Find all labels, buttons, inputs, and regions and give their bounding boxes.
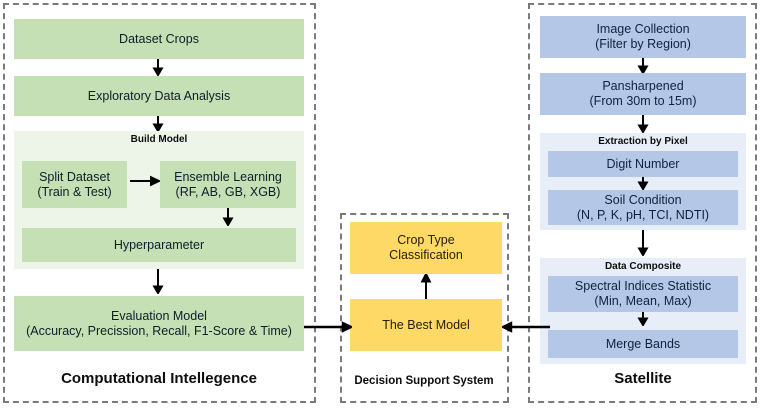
arrow-left-icon-merge-to-best-model (502, 321, 550, 333)
arrow-down-icon-soil-to-data-composite (637, 230, 649, 256)
panel-computational-intelligence (3, 3, 316, 403)
box-split-dataset: Split Dataset (Train & Test) (22, 161, 127, 208)
box-merge-bands-line1: Merge Bands (605, 336, 681, 351)
arrow-down-icon-dataset-to-eda (152, 59, 164, 76)
box-split-dataset-line2: (Train & Test) (37, 184, 112, 199)
group-data-composite-label: Data Composite (604, 261, 682, 272)
box-eda-line1: Exploratory Data Analysis (87, 88, 231, 103)
box-hyperparameter: Hyperparameter (22, 228, 296, 262)
arrow-down-icon-digit-to-soil (637, 177, 649, 190)
arrow-down-icon-build-to-evaluation (152, 269, 164, 294)
arrow-down-icon-ensemble-to-hyperparameter (222, 208, 234, 226)
box-digit-number: Digit Number (548, 151, 738, 177)
group-extraction-by-pixel-label: Extraction by Pixel (598, 136, 688, 147)
box-crop-type-line2: Classification (389, 248, 463, 262)
group-build-model-label: Build Model (130, 134, 188, 145)
arrow-down-icon-eda-to-build-model (152, 116, 164, 132)
box-crop-type-classification: Crop Type Classification (350, 222, 502, 274)
box-evaluation-model: Evaluation Model (Accuracy, Precission, … (14, 296, 304, 351)
box-crop-type-line1: Crop Type (397, 233, 455, 248)
panel-title-decision-support-system: Decision Support System (354, 375, 494, 387)
box-pansharpened-line1: Pansharpened (602, 79, 684, 94)
box-soil-condition-line1: Soil Condition (604, 192, 682, 207)
box-best-model-line1: The Best Model (382, 317, 470, 332)
box-merge-bands: Merge Bands (548, 330, 738, 358)
arrow-down-icon-pansharpened-to-extraction (637, 115, 649, 133)
box-exploratory-data-analysis: Exploratory Data Analysis (14, 76, 304, 116)
box-split-dataset-line1: Split Dataset (39, 169, 110, 184)
box-the-best-model: The Best Model (350, 299, 502, 351)
box-image-collection-line1: Image Collection (596, 22, 690, 37)
box-spectral-indices-statistic: Spectral Indices Statistic (Min, Mean, M… (548, 276, 738, 312)
panel-title-computational-intelligence: Computational Intellegence (61, 370, 257, 387)
arrow-right-icon-evaluation-to-best-model (304, 321, 352, 333)
box-soil-condition: Soil Condition (N, P, K, pH, TCI, NDTI) (548, 190, 738, 225)
box-dataset-crops: Dataset Crops (14, 19, 304, 59)
panel-decision-support-system (340, 213, 509, 403)
box-pansharpened-line2: (From 30m to 15m) (589, 94, 697, 108)
arrow-down-icon-spectral-to-merge (637, 312, 649, 326)
box-ensemble-learning: Ensemble Learning (RF, AB, GB, XGB) (160, 161, 296, 208)
arrow-down-icon-image-to-pansharpened (637, 58, 649, 74)
box-pansharpened: Pansharpened (From 30m to 15m) (540, 73, 746, 115)
arrow-right-icon-split-to-ensemble (130, 175, 160, 187)
box-hyperparameter-line1: Hyperparameter (113, 237, 205, 252)
box-digit-number-line1: Digit Number (606, 156, 680, 171)
box-spectral-line1: Spectral Indices Statistic (574, 279, 712, 294)
box-image-collection: Image Collection (Filter by Region) (540, 16, 746, 58)
box-evaluation-model-line2: (Accuracy, Precission, Recall, F1-Score … (26, 323, 292, 338)
box-ensemble-learning-line2: (RF, AB, GB, XGB) (175, 184, 281, 199)
box-image-collection-line2: (Filter by Region) (595, 37, 691, 51)
box-ensemble-learning-line1: Ensemble Learning (174, 169, 282, 184)
box-soil-condition-line2: (N, P, K, pH, TCI, NDTI) (576, 207, 710, 222)
box-dataset-crops-line1: Dataset Crops (119, 31, 199, 46)
panel-title-satellite: Satellite (614, 370, 672, 387)
panel-satellite (528, 3, 757, 403)
box-spectral-line2: (Min, Mean, Max) (594, 294, 692, 308)
arrow-up-icon-best-model-to-crop-type (420, 274, 432, 299)
box-evaluation-model-line1: Evaluation Model (111, 308, 207, 323)
